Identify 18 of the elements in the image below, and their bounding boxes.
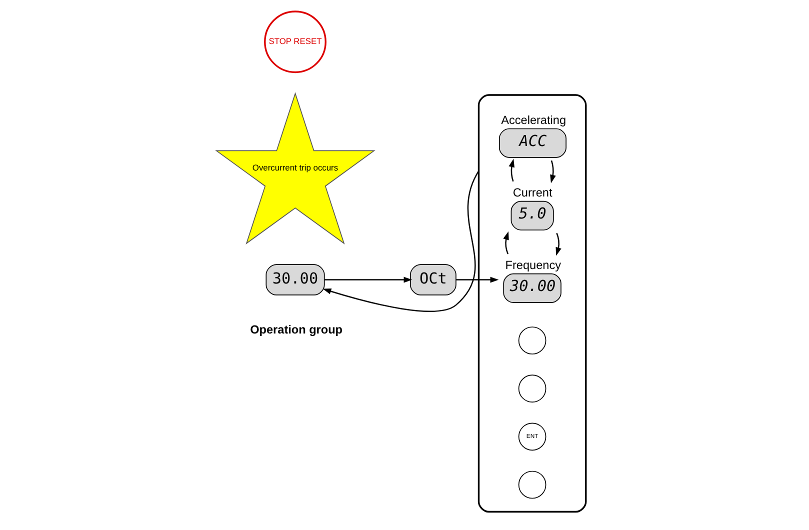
node-label: Frequency — [505, 258, 562, 272]
node-label: Accelerating — [501, 112, 566, 127]
arrow — [456, 276, 499, 283]
arrow — [556, 232, 562, 256]
arrow — [322, 170, 480, 312]
node-circle — [518, 470, 546, 499]
arrow — [508, 158, 514, 182]
arrow — [550, 160, 556, 184]
node-label: Current — [512, 185, 552, 200]
node-circle — [518, 374, 546, 402]
arrow — [503, 231, 509, 254]
node-box: 30.00 — [266, 264, 325, 296]
node-circle: STOP RESET — [264, 10, 326, 74]
cluster — [478, 94, 587, 513]
arrow — [324, 276, 412, 283]
node-box: OCt — [410, 264, 456, 296]
node-label: Operation group — [250, 322, 343, 336]
node-circle — [518, 326, 546, 354]
